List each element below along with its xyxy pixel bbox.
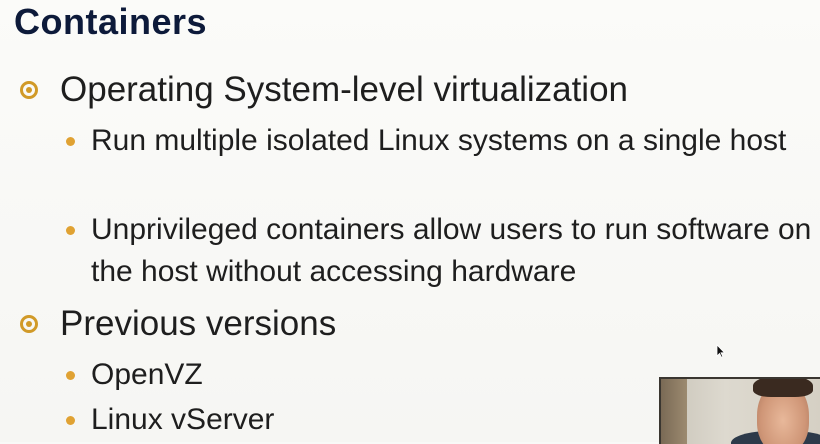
mouse-cursor-icon bbox=[716, 344, 726, 358]
sub-bullet-text: Run multiple isolated Linux systems on a… bbox=[91, 124, 787, 157]
presenter-hair bbox=[753, 379, 813, 397]
dot-bullet-icon bbox=[66, 371, 75, 380]
dot-bullet-icon bbox=[66, 226, 75, 235]
dot-bullet-icon bbox=[66, 416, 75, 425]
webcam-background-door bbox=[661, 379, 687, 444]
dot-bullet-icon bbox=[66, 137, 75, 146]
presenter-webcam bbox=[659, 377, 820, 444]
bullet-text: Operating System-level virtualization bbox=[60, 70, 629, 109]
circle-dot-bullet-icon bbox=[20, 81, 38, 99]
bullet-text: Previous versions bbox=[60, 304, 337, 343]
sub-bullet-text: Linux vServer bbox=[91, 403, 275, 436]
slide-title: Containers bbox=[14, 1, 208, 42]
sub-bullet-text: Unprivileged containers allow users to r… bbox=[91, 213, 812, 288]
circle-dot-bullet-icon bbox=[20, 315, 38, 333]
sub-bullet-text: OpenVZ bbox=[91, 358, 203, 391]
